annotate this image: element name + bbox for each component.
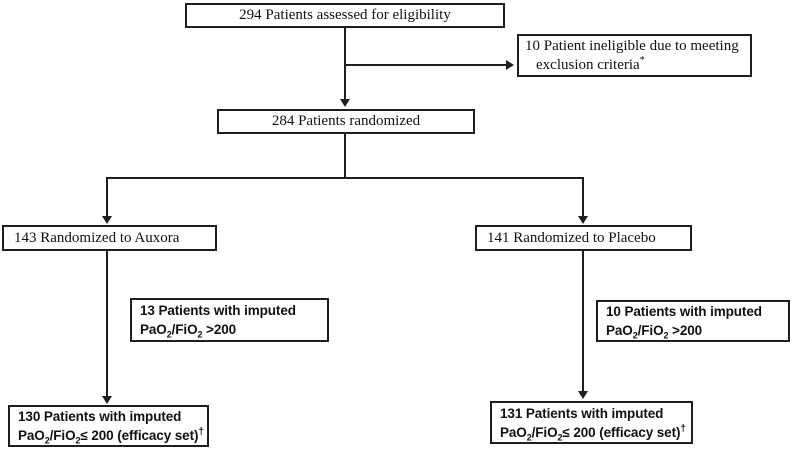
box-imputed-auxora-line1: 13 Patients with imputed [140, 303, 296, 318]
box-randomized-auxora: 143 Randomized to Auxora [2, 225, 217, 251]
connector-split-to-placebo [582, 177, 584, 217]
connector-split-horizontal [106, 177, 584, 179]
arrowhead-into-efficacy-placebo [578, 391, 588, 399]
pao2-text: PaO [18, 428, 45, 443]
box-efficacy-placebo: 131 Patients with imputed PaO2/FiO2≤ 200… [490, 401, 693, 444]
box-eligibility-text: 294 Patients assessed for eligibility [239, 7, 451, 23]
box-imputed-placebo-line1: 10 Patients with imputed [606, 304, 762, 319]
pao2-subscript: 2 [632, 330, 638, 341]
arrowhead-into-ineligible [506, 60, 514, 70]
connector-placebo-to-efficacy [582, 251, 584, 393]
fio2-text: /FiO [171, 322, 198, 337]
arrowhead-into-randomized [340, 99, 350, 107]
box-imputed-auxora: 13 Patients with imputed PaO2/FiO2 >200 [130, 298, 329, 342]
box-ineligible-line2-text: exclusion criteria [536, 56, 640, 73]
box-ineligible-line1: 10 Patient ineligible due to meeting [525, 37, 739, 54]
box-efficacy-placebo-line2: PaO2/FiO2≤ 200 (efficacy set)† [500, 423, 691, 442]
fio2-subscript: 2 [197, 329, 203, 340]
pao2-subscript: 2 [526, 432, 532, 443]
pao2-subscript: 2 [166, 329, 172, 340]
box-ineligible: 10 Patient ineligible due to meeting exc… [517, 34, 752, 77]
threshold-text: ≤ 200 (efficacy set) [562, 424, 681, 440]
threshold-text: >200 [668, 323, 703, 338]
arrowhead-into-placebo [578, 216, 588, 224]
pao2-text: PaO [500, 424, 527, 440]
box-randomized: 284 Patients randomized [217, 109, 475, 134]
box-efficacy-auxora: 130 Patients with imputed PaO2/FiO2≤ 200… [8, 405, 209, 447]
connector-auxora-to-efficacy [106, 251, 108, 397]
fio2-subscript: 2 [557, 432, 563, 443]
box-ineligible-line2: exclusion criteria* [525, 54, 750, 75]
pao2-text: PaO [606, 323, 633, 338]
threshold-text: >200 [202, 322, 237, 337]
box-imputed-auxora-line2: PaO2/FiO2 >200 [140, 320, 327, 339]
threshold-text: ≤ 200 (efficacy set) [80, 428, 199, 443]
connector-randomized-to-split [344, 133, 346, 179]
connector-split-to-auxora [106, 177, 108, 217]
fio2-text: /FiO [531, 424, 558, 440]
fio2-subscript: 2 [75, 435, 81, 446]
box-randomized-auxora-text: 143 Randomized to Auxora [14, 229, 180, 246]
box-imputed-placebo-line2: PaO2/FiO2 >200 [606, 321, 788, 340]
box-efficacy-auxora-line2: PaO2/FiO2≤ 200 (efficacy set)† [18, 426, 207, 445]
box-randomized-placebo-text: 141 Randomized to Placebo [487, 229, 656, 246]
fio2-subscript: 2 [663, 330, 669, 341]
pao2-text: PaO [140, 322, 167, 337]
arrowhead-into-auxora [102, 216, 112, 224]
box-efficacy-placebo-line1: 131 Patients with imputed [500, 405, 664, 421]
box-imputed-placebo: 10 Patients with imputed PaO2/FiO2 >200 [596, 300, 790, 342]
box-randomized-text: 284 Patients randomized [271, 113, 421, 129]
box-randomized-placebo: 141 Randomized to Placebo [475, 225, 692, 251]
connector-branch-to-ineligible [345, 64, 507, 66]
fio2-text: /FiO [637, 323, 664, 338]
dagger-footnote-marker: † [680, 423, 686, 434]
arrowhead-into-efficacy-auxora [102, 396, 112, 404]
fio2-text: /FiO [49, 428, 76, 443]
asterisk-footnote-marker: * [639, 54, 645, 66]
dagger-footnote-marker: † [198, 426, 204, 438]
box-efficacy-auxora-line1: 130 Patients with imputed [18, 409, 182, 424]
box-eligibility: 294 Patients assessed for eligibility [185, 3, 505, 28]
pao2-subscript: 2 [44, 435, 50, 446]
